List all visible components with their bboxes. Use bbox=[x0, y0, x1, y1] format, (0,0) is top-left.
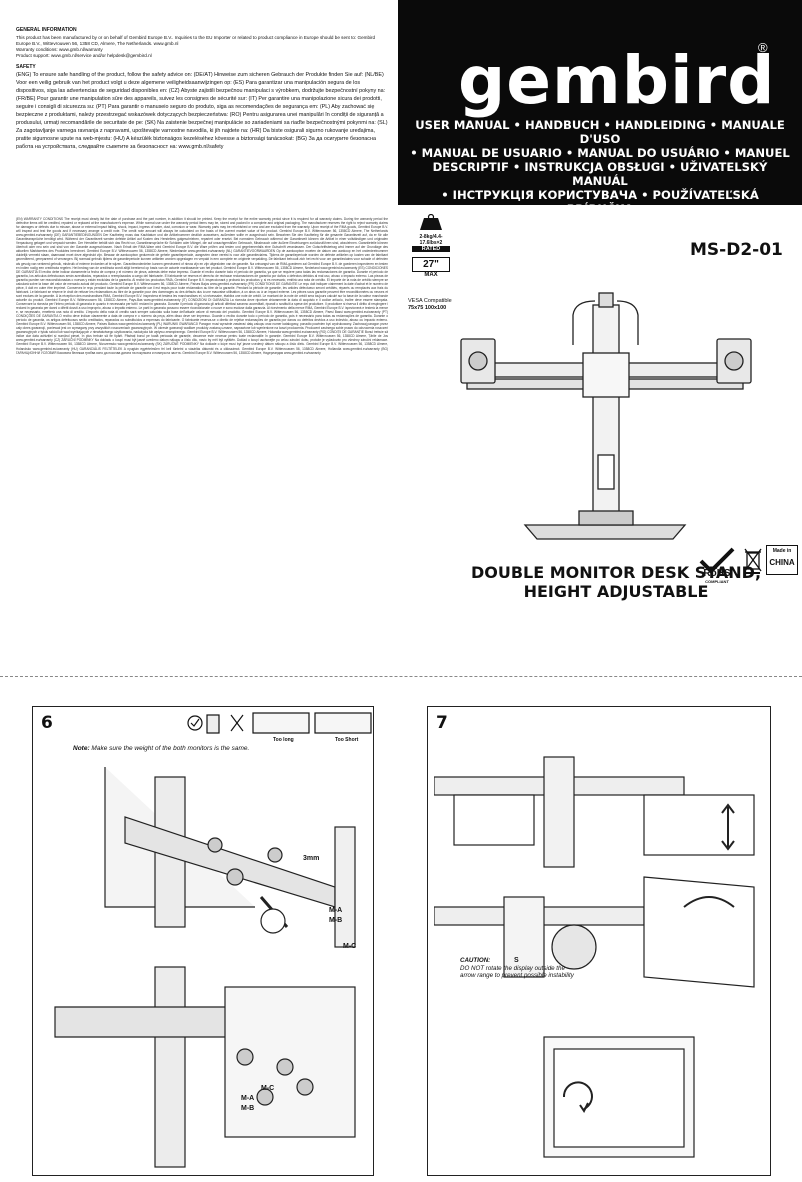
weee-bin-icon bbox=[744, 548, 762, 574]
rohs-label: RoHS bbox=[703, 568, 731, 579]
caution-line: arrow range to prevent possible instabil… bbox=[460, 972, 574, 979]
fold-line bbox=[0, 676, 802, 677]
rohs-sub: COMPLIANT bbox=[705, 579, 729, 584]
safety-text: (ENG) To ensure safe handling of the pro… bbox=[16, 72, 388, 151]
step-7-panel: 7 S CAUTION: DO NOT rotate the display o… bbox=[427, 706, 771, 1176]
vesa-label: VESA Compatible bbox=[408, 298, 452, 304]
bolt-length-guide bbox=[187, 712, 372, 734]
product-illustration bbox=[460, 292, 752, 540]
size-max: MAX bbox=[424, 272, 438, 278]
vesa-info: VESA Compatible 75x75 100x100 bbox=[408, 298, 452, 311]
tool-size-label: 3mm bbox=[303, 855, 320, 862]
general-text: This product has been manufactured by or… bbox=[16, 34, 376, 46]
weight-rated: RATED bbox=[412, 246, 450, 252]
caution-label: CAUTION: bbox=[460, 957, 491, 964]
warranty-link[interactable]: Warranty conditions: www.gmb.nl/warranty bbox=[16, 46, 103, 52]
title-line: HEIGHT ADJUSTABLE bbox=[523, 582, 709, 601]
part-mb-label-lower: M-B bbox=[241, 1105, 255, 1112]
rohs-check-icon bbox=[699, 547, 735, 574]
title-line: DOUBLE MONITOR DESK STAND, bbox=[470, 563, 762, 582]
model-number: MS-D2-01 bbox=[690, 240, 783, 260]
info-column: GENERAL INFORMATION This product has bee… bbox=[16, 27, 388, 157]
manual-line: • VARTOTOJO VADOVAS • MANUAL DE UTILIZAR… bbox=[441, 216, 759, 230]
made-in-country: CHINA bbox=[769, 558, 795, 567]
warranty-fine-print: (EN) WARRANTY CONDITIONS The receipt mus… bbox=[16, 217, 388, 355]
step-6-note: Note: Make sure the weight of the both m… bbox=[73, 745, 249, 752]
weight-rating-badge: 2-8kg/4.4-17.6lbs×2 RATED bbox=[412, 213, 450, 252]
step-number: 6 bbox=[41, 713, 53, 733]
screen-size-badge: 27" MAX bbox=[412, 257, 450, 278]
vesa-values: 75x75 100x100 bbox=[408, 304, 447, 311]
caution-line: DO NOT rotate the display outside the bbox=[460, 964, 565, 972]
part-mc-label-lower: M-C bbox=[261, 1085, 275, 1092]
made-in-label: Made in bbox=[772, 548, 792, 554]
registered-mark-icon: ® bbox=[758, 40, 768, 55]
step-7-caution: CAUTION: DO NOT rotate the display outsi… bbox=[460, 957, 574, 980]
manual-line: • ІНСТРУКЦІЯ КОРИСТУВАЧА • POUŽÍVATEĽSKÁ… bbox=[441, 188, 759, 216]
general-heading: GENERAL INFORMATION bbox=[16, 27, 77, 33]
too-long-label: Too long bbox=[273, 737, 294, 743]
brand-banner: gembird ® USER MANUAL • HANDBUCH • HANDL… bbox=[398, 0, 802, 230]
part-mc-label: M-C bbox=[343, 943, 357, 950]
part-ma-label: M-A bbox=[329, 907, 343, 914]
manual-languages: USER MANUAL • HANDBUCH • HANDLEIDING • M… bbox=[408, 118, 792, 230]
size-spec: 27" bbox=[423, 259, 439, 270]
note-text: Make sure the weight of the both monitor… bbox=[91, 745, 250, 752]
part-s-label: S bbox=[514, 957, 519, 964]
weight-icon bbox=[420, 213, 442, 230]
monitor-icon: 27" bbox=[412, 257, 450, 272]
weight-spec: 2-8kg/4.4-17.6lbs×2 bbox=[419, 234, 443, 246]
step-number: 7 bbox=[436, 713, 448, 733]
product-title: DOUBLE MONITOR DESK STAND, HEIGHT ADJUST… bbox=[430, 563, 802, 601]
support-link[interactable]: Product support: www.gmb.nl/service and/… bbox=[16, 52, 152, 58]
rohs-badge: RoHS COMPLIANT bbox=[697, 545, 737, 584]
gembird-logo: gembird bbox=[458, 42, 776, 119]
step-6-panel: 6 Too long Too Short Note: Make sure the… bbox=[32, 706, 374, 1176]
part-ma-label-lower: M-A bbox=[241, 1095, 255, 1102]
made-in-badge: Made in CHINA bbox=[766, 545, 798, 575]
safety-section: SAFETY (ENG) To ensure safe handling of … bbox=[16, 63, 388, 152]
manual-line: USER MANUAL • HANDBUCH • HANDLEIDING • M… bbox=[415, 118, 785, 146]
manual-line: DESCRIPTIF • INSTRUKCJA OBSŁUGI • UŽIVAT… bbox=[432, 160, 768, 188]
manual-line: • MANUAL DE USUARIO • MANUAL DO USUÁRIO … bbox=[410, 146, 790, 160]
safety-heading: SAFETY bbox=[16, 63, 36, 70]
general-information: GENERAL INFORMATION This product has bee… bbox=[16, 27, 388, 59]
note-label: Note: bbox=[73, 745, 90, 752]
step-7-illustration bbox=[434, 756, 755, 1158]
step-6-illustration bbox=[54, 767, 356, 1168]
too-short-label: Too Short bbox=[335, 737, 359, 743]
part-mb-label: M-B bbox=[329, 917, 343, 924]
